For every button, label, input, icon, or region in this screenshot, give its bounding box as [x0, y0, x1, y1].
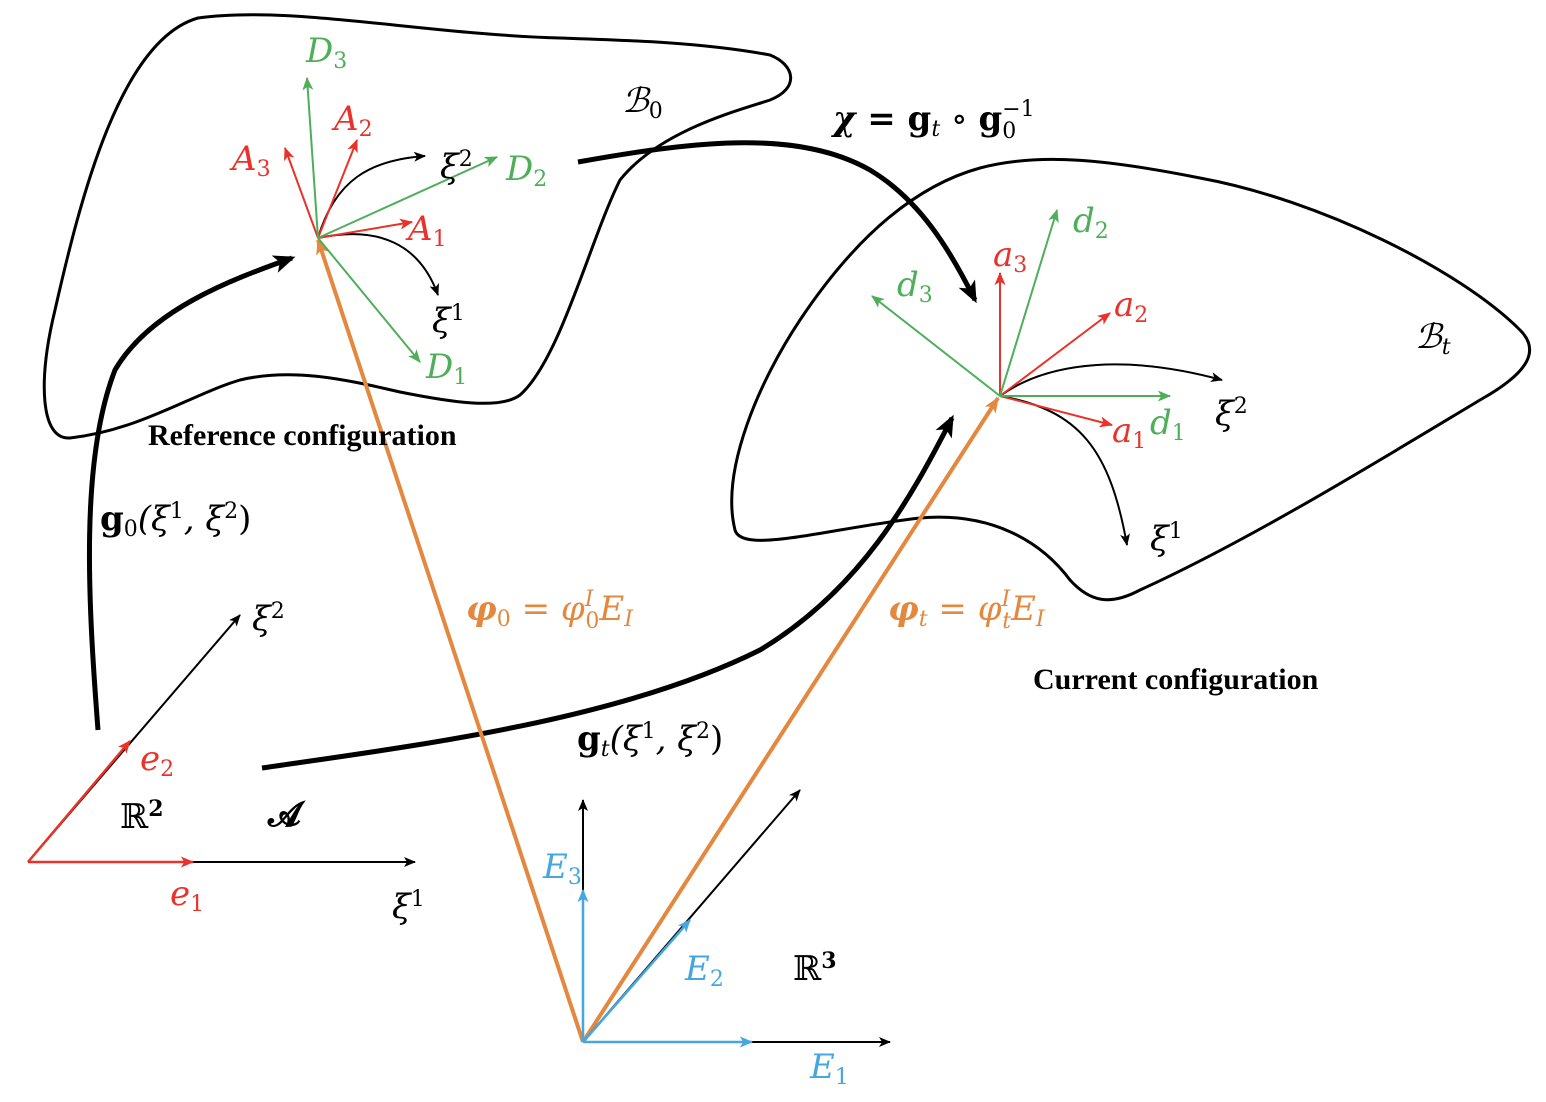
a1-label: a1 [1112, 411, 1146, 454]
D3-label: D3 [305, 31, 347, 74]
Bt-label: ℬt [1415, 317, 1451, 360]
a2-label: a2 [1114, 285, 1148, 328]
R3-label: ℝ3 [793, 948, 837, 989]
A3-label: A3 [229, 139, 271, 182]
g0-mapping-curve [86, 255, 296, 731]
E1-label: E1 [809, 1047, 849, 1090]
d1-label: d1 [1150, 403, 1186, 446]
cur-xi1-curve [999, 395, 1130, 546]
phi0-position-vector [316, 238, 585, 1043]
cur-xi2-curve [999, 363, 1223, 397]
r2-xi1-label: ξ1 [392, 887, 425, 927]
A1-vector [317, 218, 414, 239]
d2-label: d2 [1073, 201, 1109, 244]
ref-xi2-label: ξ2 [440, 147, 473, 187]
chi-formula: χ = gt ∘ g0−1 [831, 97, 1035, 144]
E2-vector [582, 919, 691, 1043]
gt-label: gt(ξ1, ξ2) [577, 719, 723, 762]
A-script-label: 𝓐 [267, 795, 306, 835]
d3-label: d3 [897, 265, 933, 308]
gt-mapping-curve [261, 414, 955, 771]
chi-mapping-curve [577, 140, 978, 304]
D1-label: D1 [425, 347, 467, 390]
reference-caption: Reference configuration [148, 419, 457, 452]
A1-label: A1 [405, 209, 447, 252]
B0-label: ℬ0 [622, 81, 663, 124]
a1-vector [999, 395, 1114, 428]
D2-vector [317, 156, 499, 239]
A2-vector [317, 138, 358, 239]
E3-label: E3 [542, 847, 582, 890]
ref-xi1-label: ξ1 [432, 301, 465, 341]
d3-vector [871, 295, 1001, 397]
current-caption: Current configuration [1033, 663, 1319, 696]
A3-vector [284, 146, 319, 239]
e1-label: e1 [170, 874, 204, 917]
g0-label: g0(ξ1, ξ2) [100, 499, 251, 542]
D1-vector [317, 237, 421, 363]
cur-xi1-label: ξ1 [1150, 519, 1183, 559]
D2-label: D2 [505, 149, 547, 192]
a3-label: a3 [993, 235, 1027, 278]
phit-position-vector [581, 396, 1000, 1044]
reference-body-outline [42, 13, 793, 440]
r2-xi2-label: ξ2 [252, 599, 285, 639]
E2-label: E2 [684, 949, 724, 992]
R2-label: ℝ2 [120, 796, 164, 837]
D3-vector [302, 76, 319, 239]
A2-label: A2 [331, 99, 373, 142]
cur-xi2-label: ξ2 [1215, 394, 1248, 434]
current-body-outline [730, 157, 1531, 602]
e2-label: e2 [140, 739, 174, 782]
a2-vector [999, 312, 1111, 397]
e2-vector [27, 740, 131, 863]
d2-vector [999, 208, 1059, 397]
